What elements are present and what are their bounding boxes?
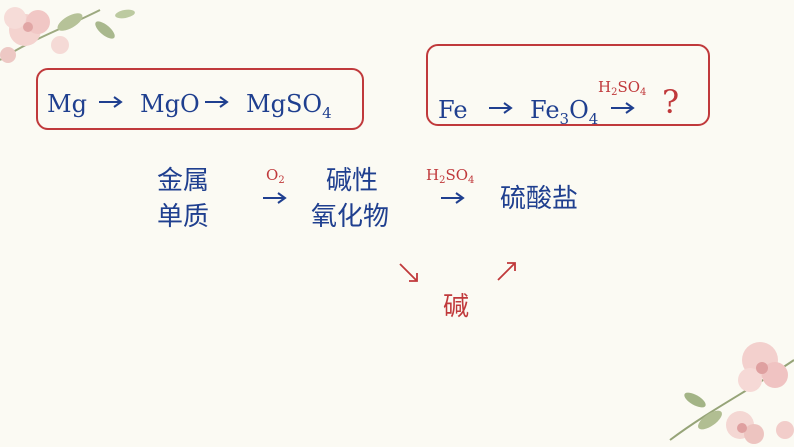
- fe3o4-fe: Fe: [530, 96, 560, 124]
- o2-reagent: O2: [266, 168, 285, 186]
- reaction-box-mg: [36, 68, 364, 130]
- fe3o4-label: Fe3O4: [530, 98, 598, 127]
- reaction-box-fe: [426, 44, 710, 126]
- oxide-label-line1: 碱性: [326, 166, 379, 196]
- mgso4-sub: 4: [322, 104, 332, 122]
- arrow-down-right-icon: [399, 263, 418, 282]
- scheme-h2so4-h: H: [426, 166, 440, 184]
- arrow-right-icon: [205, 96, 229, 108]
- scheme-h2so4-sub-4: 4: [468, 175, 475, 186]
- sulfate-salt-label: 硫酸盐: [500, 184, 579, 214]
- mgso4-label: MgSO4: [246, 92, 332, 121]
- scheme-h2so4-reagent: H2SO4: [426, 168, 474, 186]
- fe3o4-sub-3: 3: [559, 110, 570, 128]
- flower-decoration-top-left: [0, 7, 135, 63]
- fe3o4-o: O: [569, 96, 589, 124]
- metal-label-line2: 单质: [157, 202, 210, 232]
- h2so4-sub-2: 2: [611, 87, 618, 98]
- fe-label: Fe: [438, 96, 468, 124]
- h2so4-so: SO: [617, 78, 641, 96]
- o2-sub: 2: [278, 175, 285, 186]
- fe-reagent-h2so4: H2SO4: [598, 80, 646, 98]
- h2so4-h: H: [598, 78, 612, 96]
- h2so4-sub-4: 4: [640, 87, 647, 98]
- o2-o: O: [266, 166, 279, 184]
- arrow-right-icon: [441, 192, 465, 204]
- mgso4-main: MgSO: [246, 90, 323, 118]
- fe3o4-sub-4: 4: [588, 110, 599, 128]
- arrow-right-icon: [611, 102, 635, 114]
- arrow-right-icon: [489, 102, 513, 114]
- scheme-h2so4-sub-2: 2: [439, 175, 446, 186]
- mgo-label: MgO: [140, 90, 200, 118]
- question-mark: ?: [662, 83, 680, 121]
- base-label: 碱: [443, 292, 470, 322]
- oxide-label-line2: 氧化物: [311, 202, 390, 232]
- mg-label: Mg: [47, 90, 87, 118]
- flower-decoration-bottom-right: [669, 342, 794, 444]
- arrow-right-icon: [99, 96, 123, 108]
- arrow-right-icon: [263, 192, 287, 204]
- arrow-up-right-icon: [497, 262, 516, 281]
- scheme-h2so4-so: SO: [445, 166, 469, 184]
- metal-label-line1: 金属: [157, 166, 210, 196]
